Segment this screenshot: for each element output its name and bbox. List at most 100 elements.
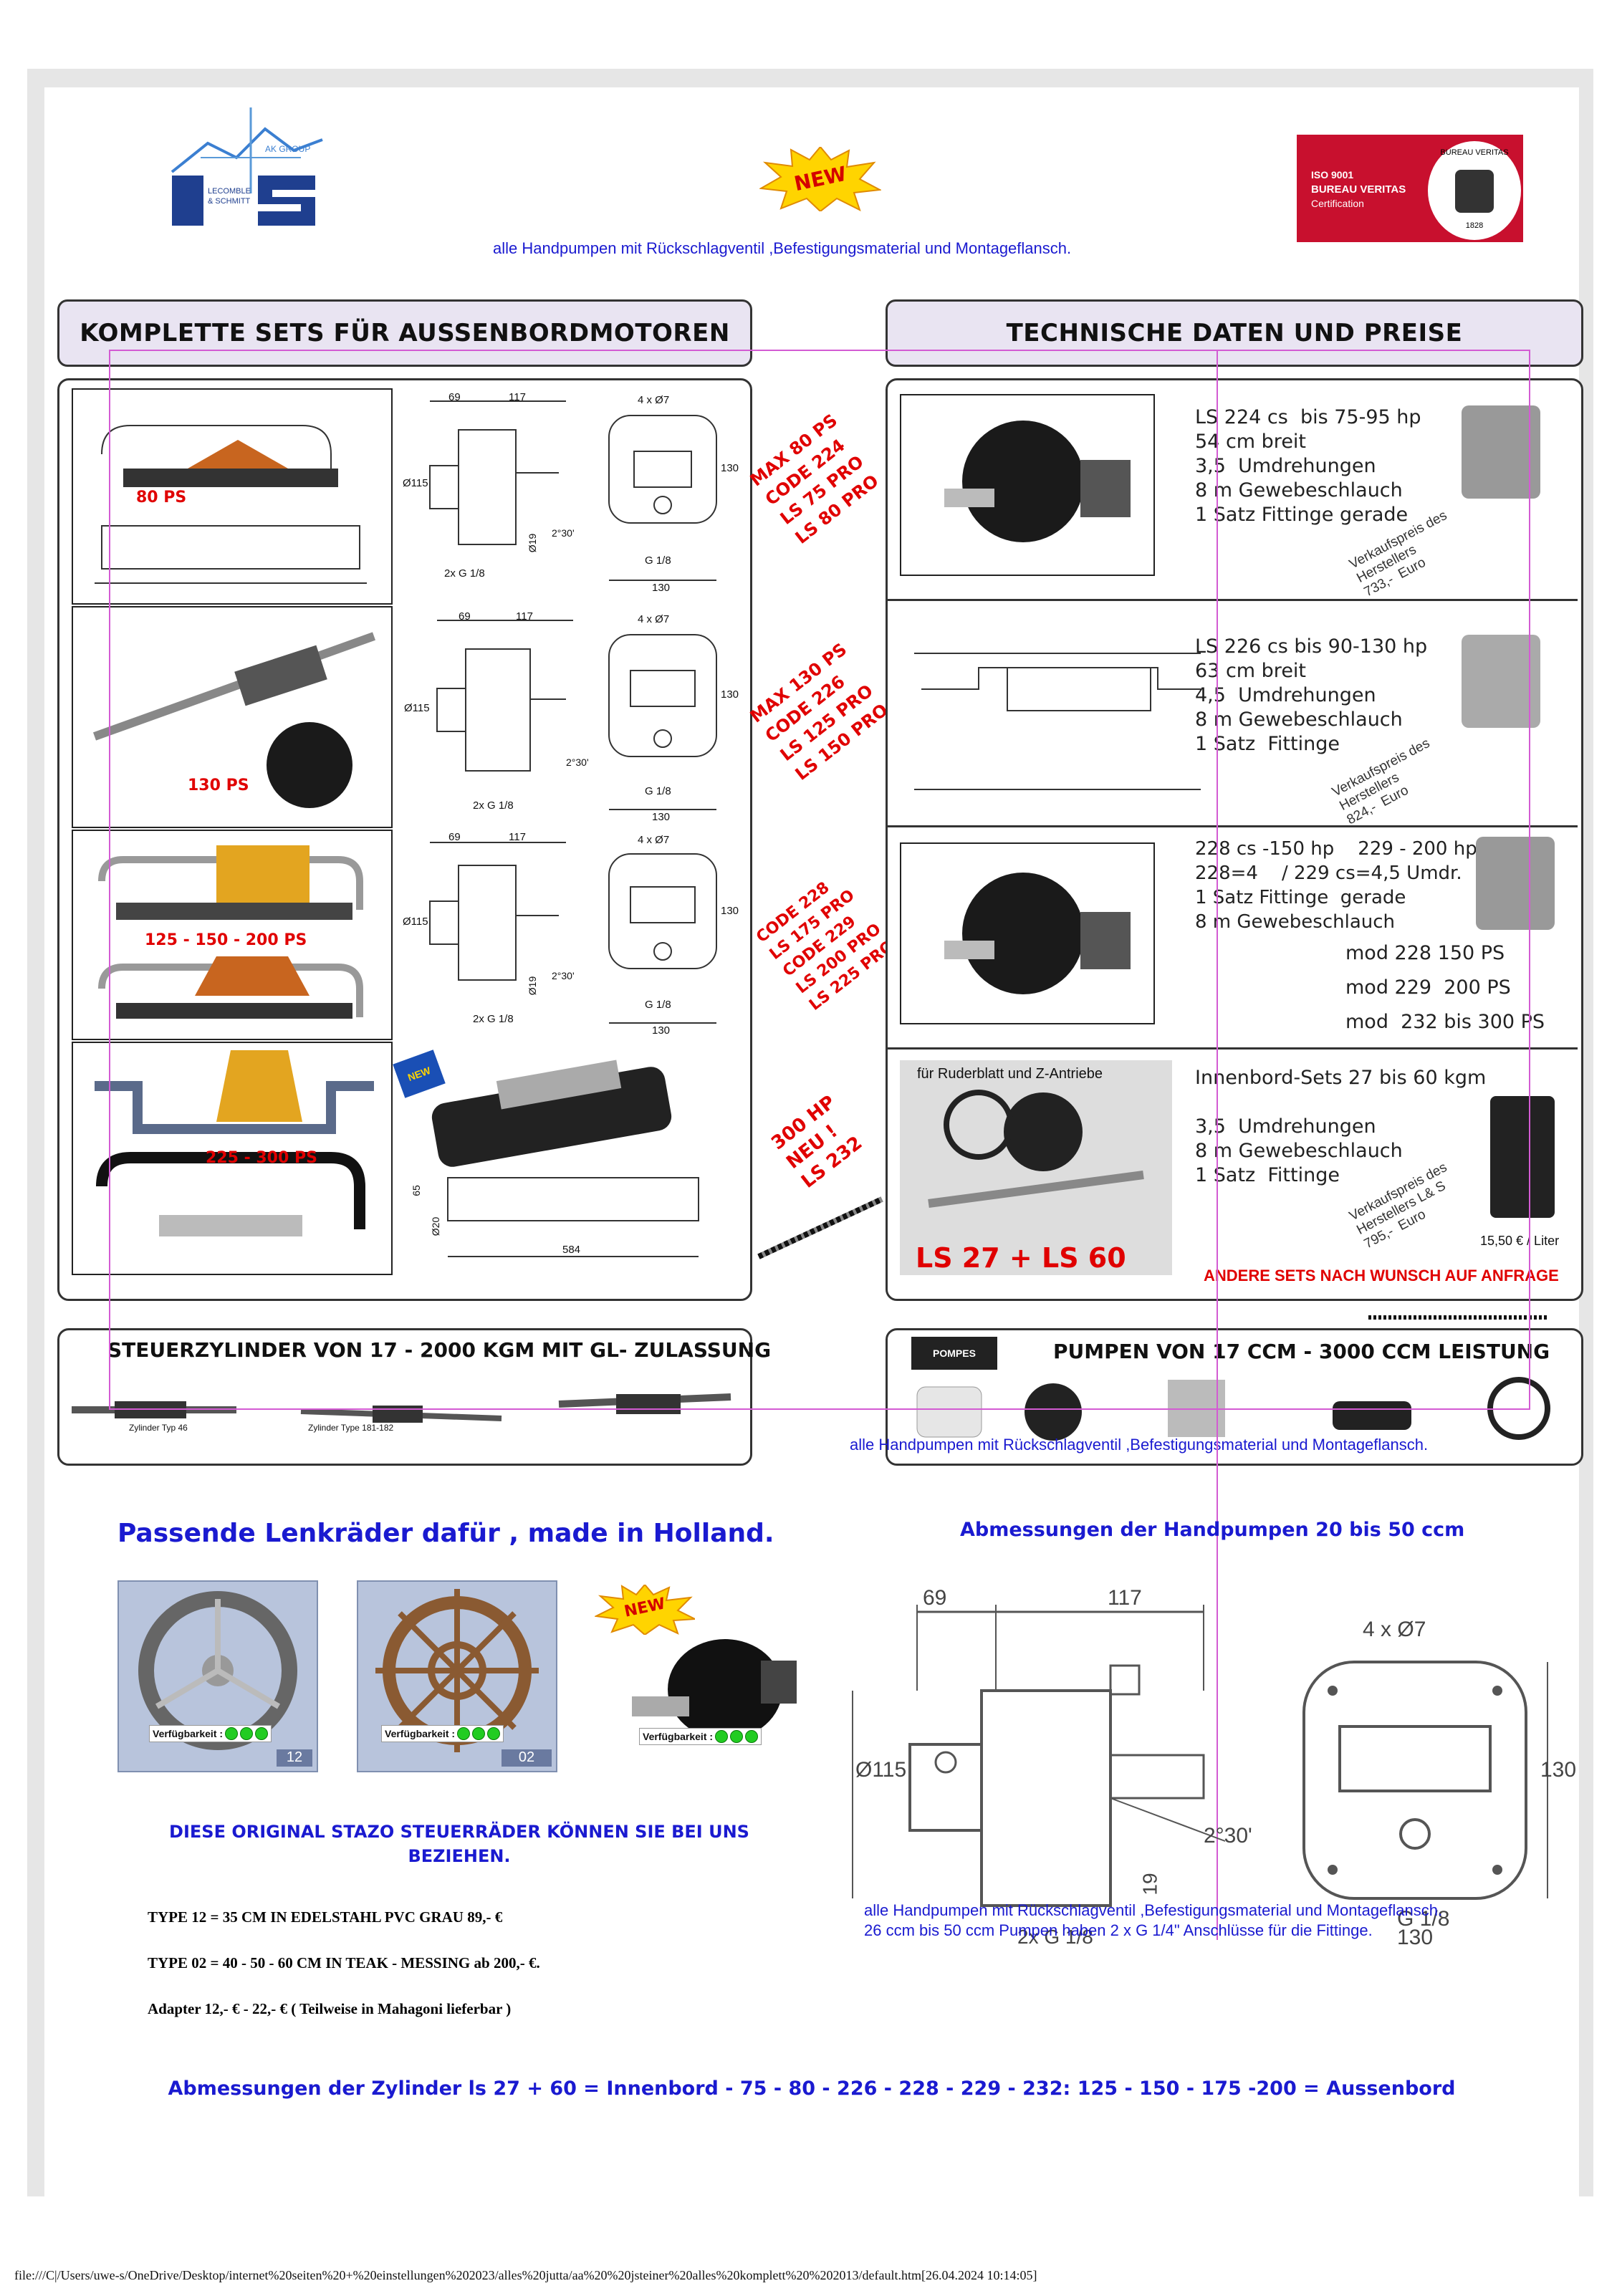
handpump-note-1: alle Handpumpen mit Rückschlagventil ,Be… (864, 1901, 1443, 1919)
handpump-photo (610, 1625, 804, 1761)
ps-label-225-300: 225 - 300 PS (206, 1149, 317, 1167)
availability-indicator: Verfügbarkeit : (149, 1725, 272, 1742)
model-232: mod 232 bis 300 PS (1345, 1011, 1545, 1033)
dim-h: 65 (410, 1185, 422, 1196)
handpump-drawing: 69 117 Ø115 2°30' 19 2x G 1/8 4 x Ø7 130… (838, 1583, 1577, 1949)
dim-d: Ø115 (404, 702, 430, 714)
dim-a: 69 (923, 1586, 947, 1610)
dim-d: Ø20 (430, 1216, 442, 1236)
cylinder-label-181: Zylinder Type 181-182 (308, 1423, 394, 1433)
dim-b: 117 (1108, 1586, 1142, 1610)
drawing-226 (900, 625, 1215, 804)
row-divider (887, 599, 1578, 601)
set-photo-125-200ps: 125 - 150 - 200 PS (72, 830, 393, 1040)
handpump-note-2: 26 ccm bis 50 ccm Pumpen haben 2 x G 1/4… (864, 1921, 1373, 1939)
pump-photo-224 (900, 394, 1155, 576)
left-panel-title: KOMPLETTE SETS FÜR AUSSENBORDMOTOREN (57, 299, 752, 367)
cert-iso: ISO 9001 (1311, 169, 1354, 181)
dim-b: 117 (509, 391, 526, 403)
set-photo-130ps: 130 PS (72, 606, 393, 828)
drawing-row-3: 69 117 Ø115 2°30' Ø19 2x G 1/8 4 x Ø7 13… (401, 830, 739, 1037)
dim-h: 130 (1540, 1758, 1577, 1782)
ps-label-130: 130 PS (188, 777, 249, 794)
dim-angle: 2°30' (552, 527, 575, 539)
dim-g2: 2x G 1/8 (1017, 1926, 1093, 1948)
guide-line (109, 350, 1530, 351)
set-photo-80ps: 80 PS (72, 388, 393, 605)
dim-d: Ø115 (855, 1758, 907, 1782)
set-label-ls27-ls60: LS 27 + LS 60 (916, 1242, 1126, 1274)
dim-h: 130 (721, 905, 739, 917)
fittings-photo (1476, 837, 1555, 930)
cert-bv: BUREAU VERITAS (1311, 183, 1406, 196)
pumpen-panel (886, 1328, 1583, 1466)
dim-len: 584 (562, 1244, 581, 1256)
dim-w: 130 (652, 811, 671, 823)
dim-g1: G 1/8 (645, 554, 671, 567)
dim-r: 19 (1138, 1873, 1161, 1896)
dim-d: Ø115 (403, 916, 428, 928)
innenbord-set-photo: für Ruderblatt und Z-Antriebe (900, 1060, 1172, 1275)
dim-a: 69 (448, 391, 461, 403)
dim-bolt: 4 x Ø7 (638, 613, 670, 625)
bv-seal-icon: BUREAU VERITAS 1828 (1426, 139, 1523, 242)
type02-text: TYPE 02 = 40 - 50 - 60 CM IN TEAK - MESS… (148, 1954, 540, 1971)
dim-angle: 2°30' (566, 756, 589, 768)
stazo-note: DIESE ORIGINAL STAZO STEUERRÄDER KÖNNEN … (169, 1822, 749, 1866)
dim-bolt: 4 x Ø7 (1363, 1618, 1426, 1641)
footer-heading: Abmessungen der Zylinder ls 27 + 60 = In… (168, 2078, 1456, 2100)
drawing-row-1: 69 117 Ø115 2°30' Ø19 2x G 1/8 4 x Ø7 13… (401, 387, 739, 602)
dim-a: 69 (448, 831, 461, 843)
availability-indicator: Verfügbarkeit : (639, 1728, 762, 1745)
ps-label-125-200: 125 - 150 - 200 PS (145, 931, 307, 949)
photo-caption: für Ruderblatt und Z-Antriebe (917, 1066, 1103, 1082)
cylinder-photos: Zylinder Typ 46 Zylinder Type 181-182 (72, 1375, 738, 1447)
specs-228-229: 228 cs -150 hp 229 - 200 hp 228=4 / 229 … (1195, 838, 1477, 933)
ps-label-80: 80 PS (136, 489, 187, 506)
drawing-row-2: 69 117 Ø115 2°30' 2x G 1/8 4 x Ø7 130 G … (401, 606, 739, 825)
dim-g2: 2x G 1/8 (473, 1013, 514, 1025)
fittings-photo (1462, 405, 1540, 499)
svg-text:AK GROUP: AK GROUP (265, 144, 310, 154)
guide-line (109, 350, 110, 1410)
guide-line (109, 1408, 1530, 1410)
certification-badge: ISO 9001 BUREAU VERITAS Certification BU… (1297, 135, 1523, 242)
availability-indicator: Verfügbarkeit : (381, 1725, 504, 1742)
pump-photo-228 (900, 842, 1155, 1024)
steuerzylinder-title: STEUERZYLINDER VON 17 - 2000 KGM MIT GL-… (107, 1338, 772, 1362)
wheel-number-02: 02 (502, 1749, 552, 1767)
wheel-number-12: 12 (277, 1749, 312, 1767)
dim-b: 117 (516, 610, 533, 623)
dim-angle: 2°30' (552, 970, 575, 981)
dim-bolt: 4 x Ø7 (638, 394, 670, 406)
dim-w: 130 (652, 582, 671, 594)
dim-h: 130 (721, 462, 739, 474)
wheels-heading: Passende Lenkräder dafür , made in Holla… (117, 1519, 774, 1548)
new-starburst-icon: NEW (758, 145, 883, 213)
model-228: mod 228 150 PS (1345, 942, 1505, 964)
liter-price: 15,50 € / Liter (1480, 1234, 1560, 1248)
guide-line (1529, 350, 1530, 1410)
pumpen-note: alle Handpumpen mit Rückschlagventil ,Be… (850, 1436, 1429, 1454)
wheel-photo-02: Verfügbarkeit : 02 (357, 1580, 557, 1772)
row-divider (887, 1047, 1578, 1049)
new-starburst-icon: NEW (593, 1583, 698, 1636)
specs-224: LS 224 cs bis 75-95 hp 54 cm breit 3,5 U… (1195, 406, 1421, 526)
andere-sets-note: ANDERE SETS NACH WUNSCH AUF ANFRAGE (1204, 1267, 1559, 1284)
dim-r: Ø19 (527, 976, 539, 996)
dim-g1: G 1/8 (1397, 1907, 1450, 1931)
dim-w: 130 (1397, 1926, 1434, 1949)
model-229: mod 229 200 PS (1345, 976, 1511, 999)
svg-text:LECOMBLE: LECOMBLE (208, 187, 251, 196)
seal-year: 1828 (1465, 221, 1484, 230)
seal-text: BUREAU VERITAS (1440, 148, 1509, 157)
dim-g1: G 1/8 (645, 785, 671, 797)
dim-r: Ø19 (527, 533, 539, 553)
dim-b: 117 (509, 831, 526, 843)
set-photo-225-300ps: 225 - 300 PS (72, 1042, 393, 1275)
row-divider (887, 825, 1578, 827)
fittings-photo (1462, 635, 1540, 728)
file-path: file:///C|/Users/uwe-s/OneDrive/Desktop/… (14, 2268, 1037, 2282)
dim-d: Ø115 (403, 477, 428, 489)
dim-g1: G 1/8 (645, 999, 671, 1011)
